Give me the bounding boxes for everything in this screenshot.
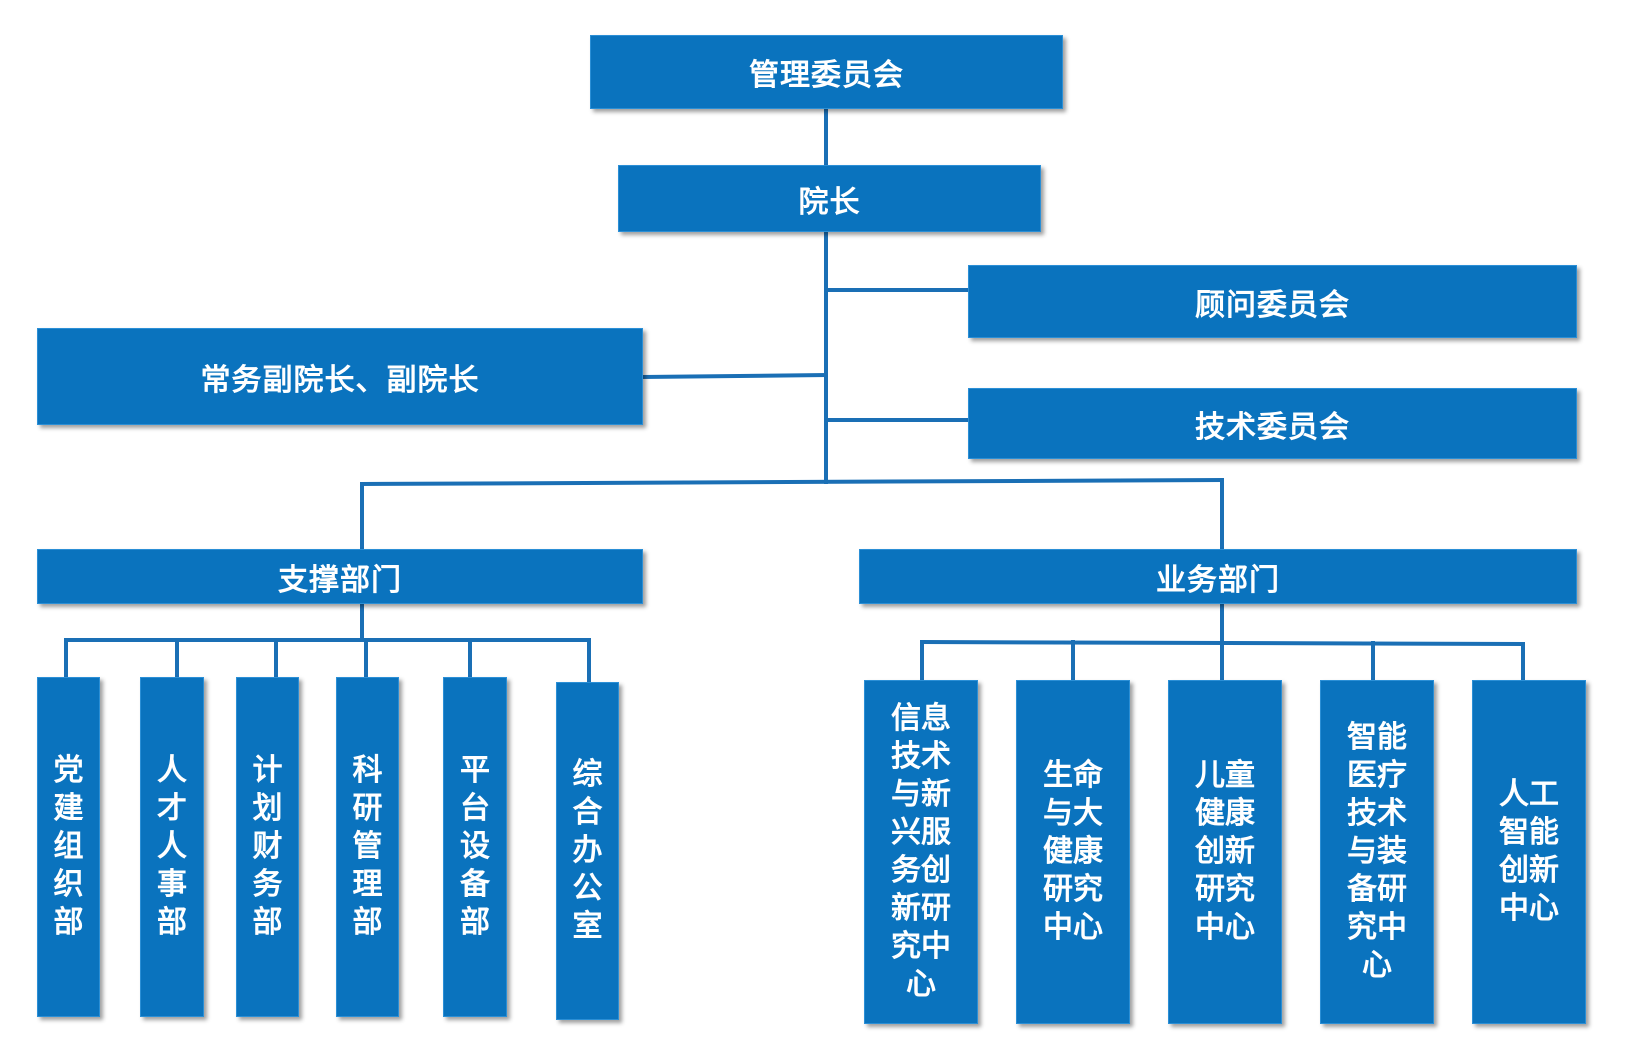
node-label: 支撑部门	[278, 562, 402, 598]
dept-planning-finance: 计 划 财 务 部	[236, 677, 299, 1017]
dept-child-health-center: 儿童 健康 创新 研究 中心	[1168, 680, 1282, 1024]
node-support-departments: 支撑部门	[37, 549, 643, 604]
node-president: 院长	[618, 165, 1041, 232]
connector	[359, 477, 1225, 487]
dept-smart-medical-center: 智能 医疗 技术 与装 备研 究中 心	[1320, 680, 1434, 1024]
node-label: 常务副院长、副院长	[200, 362, 480, 398]
dept-label: 计 划 财 务 部	[252, 753, 283, 940]
dept-research-management: 科 研 管 理 部	[336, 677, 399, 1017]
node-label: 技术委员会	[1195, 409, 1350, 445]
connector	[640, 372, 829, 380]
dept-label: 人工 智能 创新 中心	[1499, 777, 1559, 926]
dept-platform-equipment: 平 台 设 备 部	[443, 677, 507, 1017]
node-business-departments: 业务部门	[859, 549, 1577, 604]
dept-label: 科 研 管 理 部	[352, 753, 383, 940]
node-management-committee: 管理委员会	[590, 35, 1063, 109]
dept-label: 生命 与大 健康 研究 中心	[1043, 758, 1103, 945]
node-label: 管理委员会	[749, 58, 904, 93]
dept-label: 智能 医疗 技术 与装 备研 究中 心	[1347, 720, 1407, 983]
node-label: 业务部门	[1156, 562, 1280, 598]
dept-label: 平 台 设 备 部	[460, 753, 490, 940]
dept-label: 信息 技术 与新 兴服 务创 新研 究中 心	[891, 701, 951, 1002]
dept-talent-hr: 人 才 人 事 部	[140, 677, 204, 1017]
node-label: 院长	[798, 184, 861, 220]
dept-general-office: 综 合 办 公 室	[556, 682, 619, 1020]
dept-label: 党 建 组 织 部	[53, 753, 84, 940]
dept-label: 儿童 健康 创新 研究 中心	[1195, 758, 1255, 945]
dept-life-health-center: 生命 与大 健康 研究 中心	[1016, 680, 1130, 1024]
dept-party-building: 党 建 组 织 部	[37, 677, 100, 1017]
dept-label: 综 合 办 公 室	[572, 757, 603, 944]
node-label: 顾问委员会	[1195, 287, 1350, 323]
dept-info-tech-center: 信息 技术 与新 兴服 务创 新研 究中 心	[864, 680, 978, 1024]
dept-ai-innovation-center: 人工 智能 创新 中心	[1472, 680, 1586, 1024]
node-vice-presidents: 常务副院长、副院长	[37, 328, 643, 425]
node-advisory-committee: 顾问委员会	[968, 265, 1577, 338]
node-technical-committee: 技术委员会	[968, 388, 1577, 459]
dept-label: 人 才 人 事 部	[157, 753, 187, 940]
